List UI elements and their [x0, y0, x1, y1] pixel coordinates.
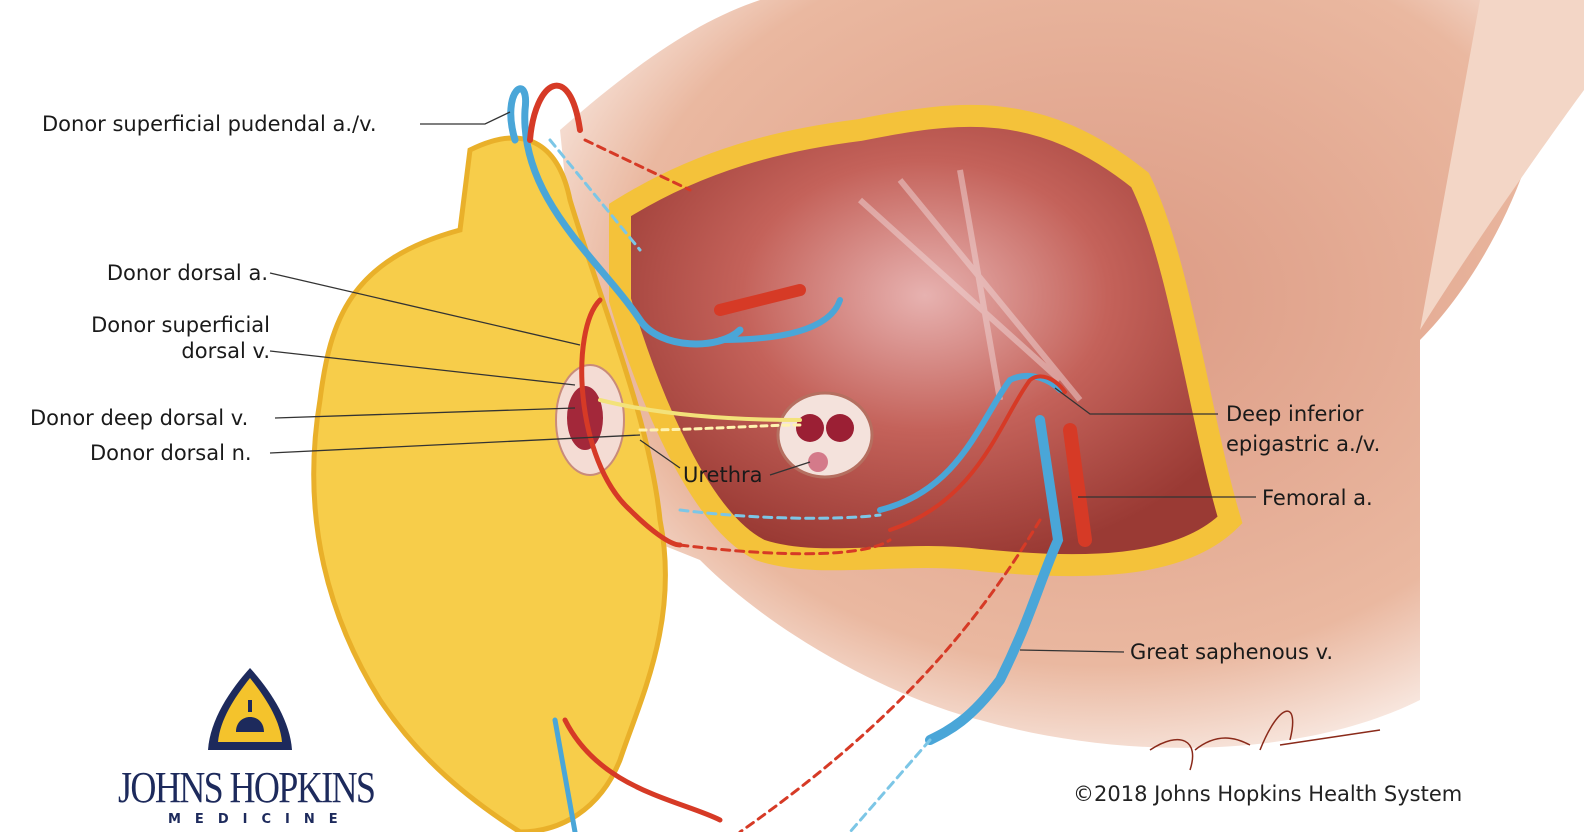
label-epigastric-line2: epigastric a./v. — [1226, 432, 1381, 456]
label-epigastric-line1: Deep inferior — [1226, 402, 1364, 426]
leader-lines — [269, 111, 1256, 653]
femoral-artery — [1063, 423, 1092, 547]
label-femoral-artery: Femoral a. — [1262, 486, 1373, 510]
label-deep-dorsal-vein: Donor deep dorsal v. — [30, 406, 249, 430]
label-dorsal-artery: Donor dorsal a. — [106, 261, 268, 285]
johns-hopkins-logo-shield — [208, 668, 292, 750]
label-great-saphenous-vein: Great saphenous v. — [1130, 640, 1334, 664]
vein-pudendal — [507, 85, 744, 348]
copyright: ©2018 Johns Hopkins Health System — [1073, 782, 1463, 806]
fat-flap — [311, 135, 668, 832]
artery-dorsal — [579, 297, 683, 548]
logo-subtitle: MEDICINE — [168, 812, 352, 827]
signature — [1149, 710, 1381, 771]
artery-pudendal — [527, 82, 583, 143]
epigastric-vessels — [877, 372, 1063, 513]
cross-section — [776, 391, 874, 479]
label-superficial-dorsal-vein-line2: dorsal v. — [181, 339, 270, 363]
femoral-vein — [925, 415, 1064, 745]
label-superficial-dorsal-vein-line1: Donor superficial — [91, 313, 270, 337]
logo-name: JOHNS HOPKINS — [118, 763, 376, 812]
label-superficial-pudendal: Donor superficial pudendal a./v. — [42, 112, 377, 136]
label-dorsal-nerve: Donor dorsal n. — [90, 441, 252, 465]
label-urethra: Urethra — [683, 463, 763, 487]
